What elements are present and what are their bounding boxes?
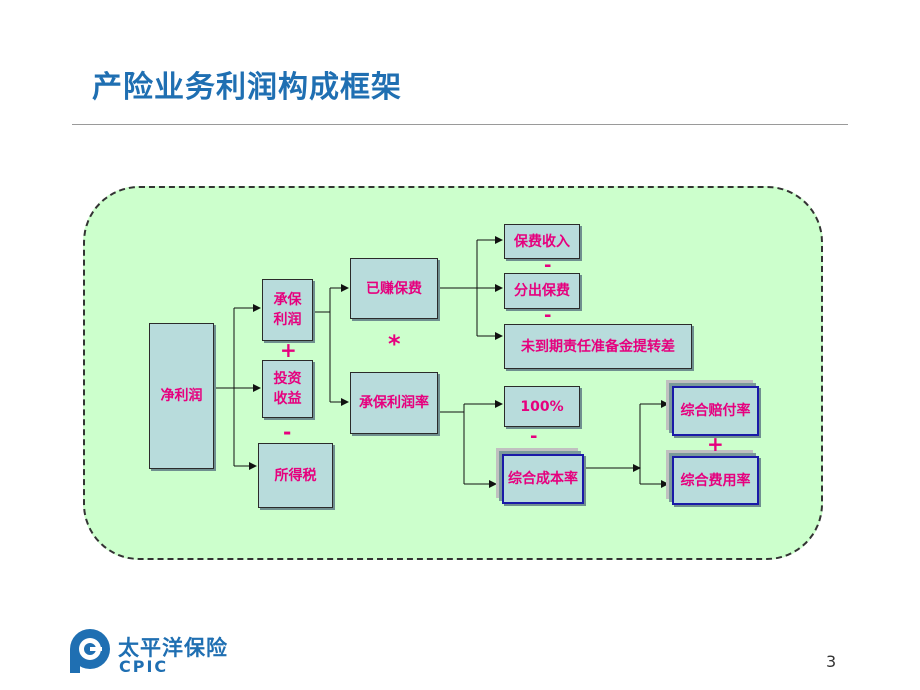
node-income-tax: 所得税	[258, 443, 333, 508]
multiply-operator: *	[388, 330, 401, 358]
minus-operator: -	[530, 426, 538, 447]
node-premium-income: 保费收入	[504, 224, 580, 259]
node-net-profit: 净利润	[149, 323, 214, 469]
page-number: 3	[826, 652, 837, 671]
node-underwriting-profit-rate: 承保利润率	[350, 372, 438, 434]
cpic-logo-icon	[70, 629, 110, 673]
node-earned-premium: 已赚保费	[350, 258, 438, 319]
node-ceded-premium: 分出保费	[504, 273, 580, 309]
minus-operator: -	[544, 255, 552, 276]
minus-operator: -	[283, 420, 292, 444]
node-combined-expense-ratio: 综合费用率	[672, 456, 759, 505]
minus-operator: -	[544, 305, 552, 326]
node-investment-income: 投资 收益	[262, 360, 313, 418]
brand-name-cn: 太平洋保险	[118, 636, 228, 660]
slide-title: 产险业务利润构成框架	[92, 70, 402, 105]
brand-name-en: CPIC	[119, 657, 169, 676]
node-combined-loss-ratio: 综合赔付率	[672, 386, 759, 436]
node-unearned-reserve-change: 未到期责任准备金提转差	[504, 324, 692, 369]
node-combined-cost-ratio: 综合成本率	[502, 454, 584, 504]
node-underwriting-profit: 承保 利润	[262, 279, 313, 341]
plus-operator: +	[280, 338, 297, 362]
title-divider	[72, 124, 848, 125]
node-hundred-percent: 100%	[504, 386, 580, 427]
plus-operator: +	[707, 432, 724, 456]
